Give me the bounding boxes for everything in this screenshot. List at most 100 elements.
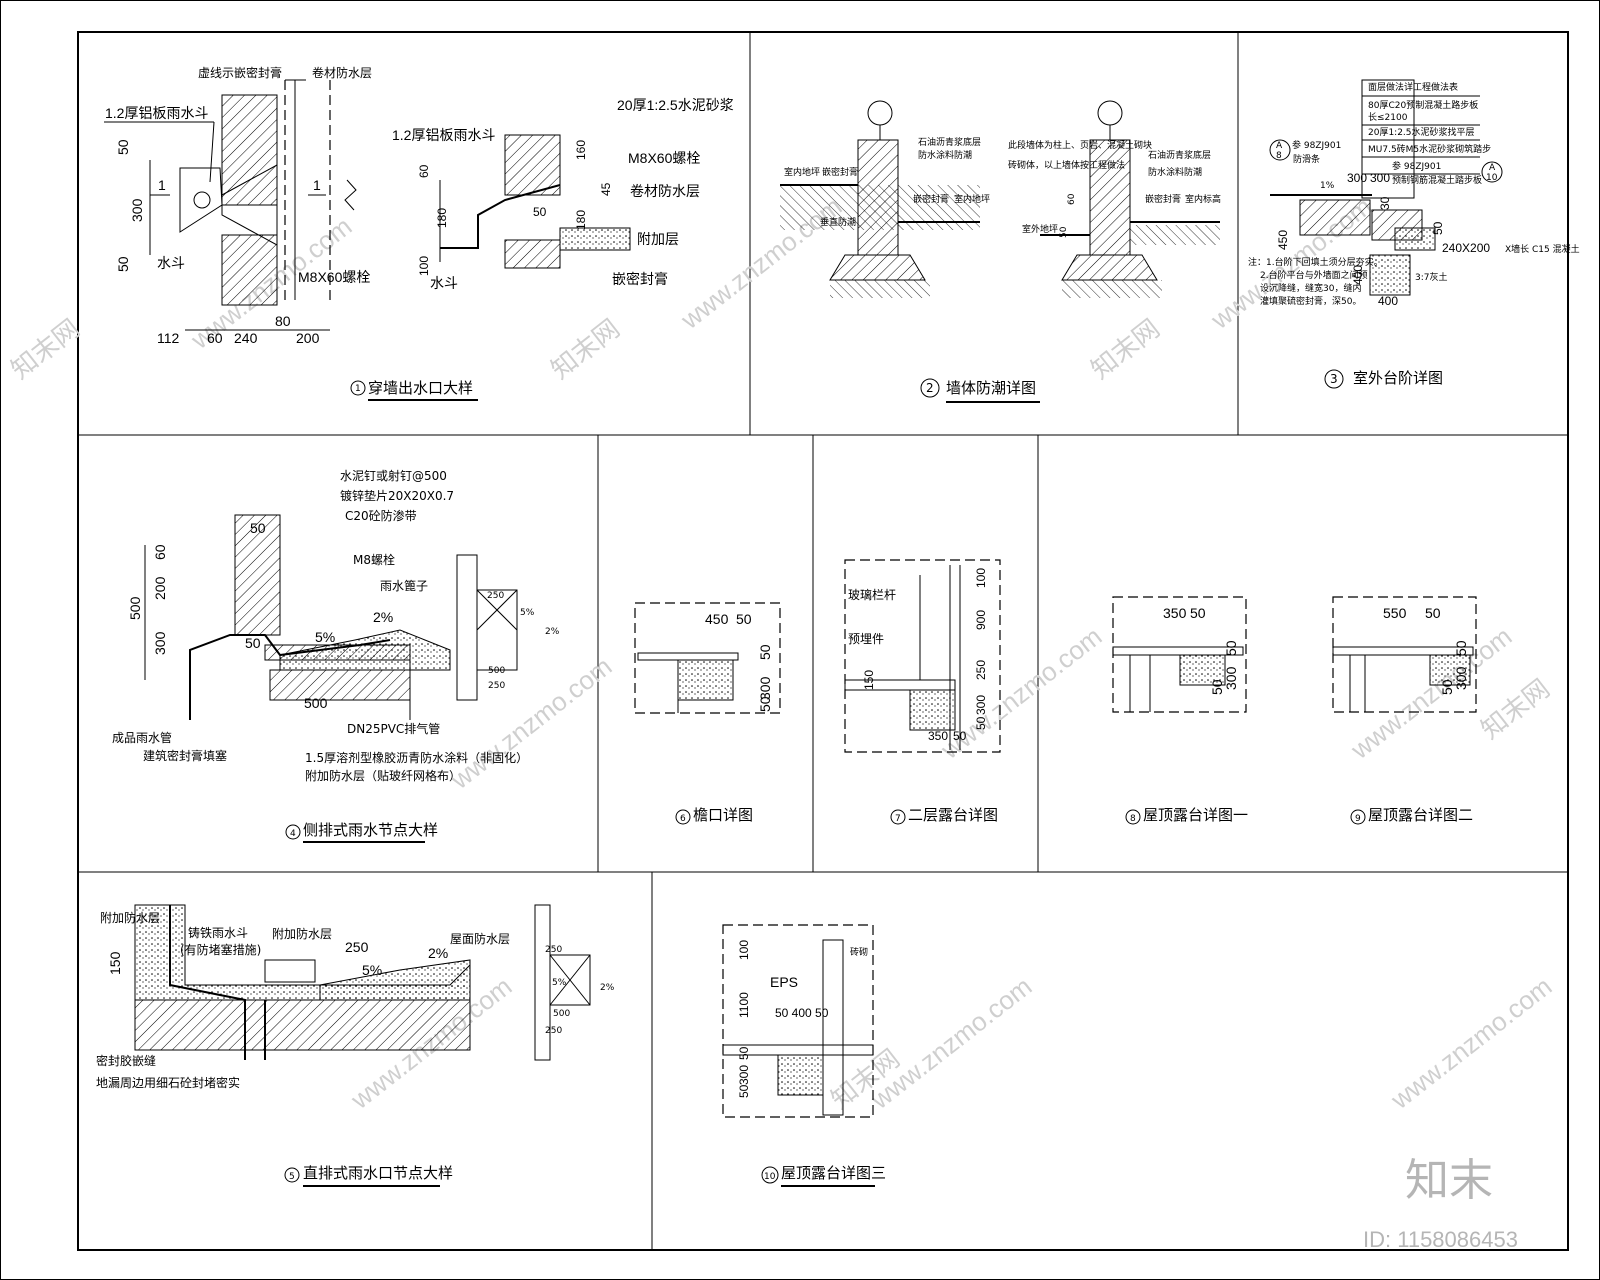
p5-mini-d250c: 250	[545, 1026, 562, 1036]
p1-label-al-scupper: 1.2厚铝板雨水斗	[105, 105, 208, 121]
p1-dim-80: 80	[275, 313, 291, 329]
p3-ref-1: 参 98ZJ901	[1292, 139, 1341, 151]
p4-mini-d250: 250	[487, 591, 504, 601]
watermark-brand-4: 知末网	[1475, 673, 1555, 745]
p9-title-num: 9	[1355, 814, 1361, 824]
p3-label-l3: MU7.5砖M5水泥砂浆砌筑踏步	[1368, 143, 1491, 155]
p4-mini-s2: 2%	[545, 627, 560, 637]
p3-note-4: 灌填聚硫密封膏，深50。	[1260, 295, 1361, 307]
p1-label-membrane: 卷材防水层	[312, 65, 372, 80]
p9-title: 屋顶露台详图二	[1368, 806, 1473, 824]
p1-dim-50a: 50	[115, 139, 131, 155]
p2-label-asphalt: 石油沥青浆底层	[918, 136, 981, 148]
p4-dim-50b: 50	[245, 635, 261, 651]
p7-dim-350: 350	[928, 729, 948, 743]
p1-detail-sealant: 嵌密封膏	[612, 271, 668, 287]
p10-dims-row: 50 400 50	[775, 1006, 829, 1020]
panel-6-eave: 450 50 50 300 50 6 檐口详图	[634, 602, 781, 825]
p5-mini-d500: 500	[553, 1009, 570, 1019]
p4-label-coat: 1.5厚溶剂型橡胶沥青防水涂料（非固化）	[305, 750, 528, 765]
p10-title-num: 10	[764, 1172, 776, 1182]
p8-dim-300: 300	[1223, 666, 1239, 690]
p2-label-waterproof-2: 防水涂料防潮	[1148, 166, 1202, 178]
p1-detail-bolt: M8X60螺栓	[628, 150, 700, 166]
p4-dim-300v: 300	[152, 631, 168, 655]
watermark-brand-3: 知末网	[1085, 313, 1165, 385]
p1-dim-50b: 50	[115, 256, 131, 272]
p6-title-num: 6	[680, 814, 686, 824]
sheet-border	[77, 31, 1569, 1251]
p3-dim-300b: 300	[1370, 171, 1390, 185]
p5-label-seal: 密封胶嵌缝	[96, 1053, 156, 1068]
p1-detail-d100: 100	[417, 256, 431, 276]
panel-5-direct-drain: 150 250 5% 2% 附加防水层 铸铁雨水斗 (有防堵塞措施) 附加防水层…	[96, 904, 615, 1187]
panel-2-wall-dampproof: 石油沥青浆底层 防水涂料防潮 室内地坪 嵌密封膏 嵌密封膏 室内地坪 垂直防潮 …	[780, 100, 1221, 403]
p3-dim-400b: 400	[1378, 294, 1398, 308]
p4-label-nail: 水泥钉或射钉@500	[340, 468, 447, 483]
p4-dim-50: 50	[250, 520, 266, 536]
brand-id: ID: 1158086453	[1363, 1227, 1518, 1252]
p3-tag-8: 8	[1276, 151, 1282, 161]
p10-label-brick: 砖砌	[850, 946, 868, 958]
watermark-4: www.znzmo.com	[444, 651, 617, 795]
p9-dim-550: 550	[1383, 605, 1407, 621]
p10-dim-1100: 1100	[737, 992, 751, 1018]
p8-dim-350: 350	[1163, 605, 1187, 621]
p4-slope-2: 2%	[373, 609, 393, 625]
p4-label-washer: 镀锌垫片20X20X0.7	[340, 488, 454, 503]
p10-dim-100: 100	[737, 940, 751, 960]
p3-beam2: X墙长 C15 混凝土	[1505, 243, 1580, 255]
p6-title: 檐口详图	[693, 806, 753, 824]
panel-grid	[78, 32, 1568, 1250]
p1-detail-membrane: 卷材防水层	[630, 183, 700, 199]
p3-dim-300a: 300	[1347, 171, 1367, 185]
p2-dim-50: 50	[1059, 226, 1069, 238]
p4-label-c20: C20砼防渗带	[345, 508, 417, 523]
p1-section-mark-left: 1	[158, 177, 166, 193]
p5-label-drain: 地漏周边用细石砼封堵密实	[96, 1075, 240, 1090]
p7-dim-150: 150	[862, 670, 876, 690]
p5-mini-s2: 2%	[600, 983, 615, 993]
p7-dim-50b: 50	[953, 729, 967, 743]
p3-dim-400a: 400	[1351, 265, 1365, 285]
p1-detail-d45: 45	[599, 182, 613, 196]
p8-title-num: 8	[1130, 814, 1136, 824]
p7-label-embed: 预埋件	[848, 632, 884, 646]
p3-anti-slip: 防滑条	[1293, 153, 1320, 165]
p3-tag-10: 10	[1486, 173, 1498, 183]
p7-label-rail: 玻璃栏杆	[848, 587, 896, 602]
p1-dim-112: 112	[157, 330, 180, 346]
p7-dim-900: 900	[974, 610, 988, 630]
p3-note-1: 注：1.台阶下回填土须分层夯实。	[1248, 256, 1383, 268]
p1-detail-mortar: 20厚1:2.5水泥砂浆	[617, 97, 734, 113]
p1-detail-d60: 60	[417, 164, 431, 178]
p5-label-anti: (有防堵塞措施)	[180, 942, 261, 957]
p2-title-num: 2	[926, 381, 934, 395]
p4-label-seal: 建筑密封膏填塞	[143, 748, 227, 763]
p3-title-num: 3	[1330, 372, 1338, 386]
p3-title: 室外台阶详图	[1353, 369, 1443, 387]
p1-detail-d180a: 180	[435, 208, 449, 228]
p7-title-num: 7	[895, 814, 901, 824]
p4-dim-500v: 500	[127, 596, 143, 620]
p7-dim-300: 300	[974, 695, 988, 715]
p4-title-num: 4	[290, 829, 296, 839]
p1-dim-300: 300	[129, 198, 145, 222]
p9-dim-50: 50	[1425, 605, 1441, 621]
p6-dim-50: 50	[736, 611, 752, 627]
p2-label-note: 此段墙体为柱上、页岩、混凝土砌块	[1008, 139, 1152, 151]
p10-dim-300: 300	[737, 1065, 751, 1085]
p5-mini-s5: 5%	[552, 978, 567, 988]
p3-label-l2: 20厚1:2.5水泥砂浆找平层	[1368, 126, 1475, 138]
p5-label-extra2: 附加防水层	[272, 926, 332, 941]
p4-label-pipe: 成品雨水管	[112, 730, 172, 745]
p5-title-num: 5	[289, 1172, 295, 1182]
p1-label-sealant: 虚线示嵌密封膏	[198, 65, 282, 80]
p5-label-extra: 附加防水层	[100, 910, 160, 925]
panel-9-roof-terrace-2: 550 50 50 300 50 9 屋顶露台详图二	[1332, 596, 1477, 825]
p3-slope: 1%	[1320, 181, 1335, 191]
watermark-8: www.znzmo.com	[864, 971, 1037, 1115]
p4-slope-5: 5%	[315, 629, 335, 645]
p5-mini-d250: 250	[545, 945, 562, 955]
p7-title: 二层露台详图	[908, 806, 998, 824]
